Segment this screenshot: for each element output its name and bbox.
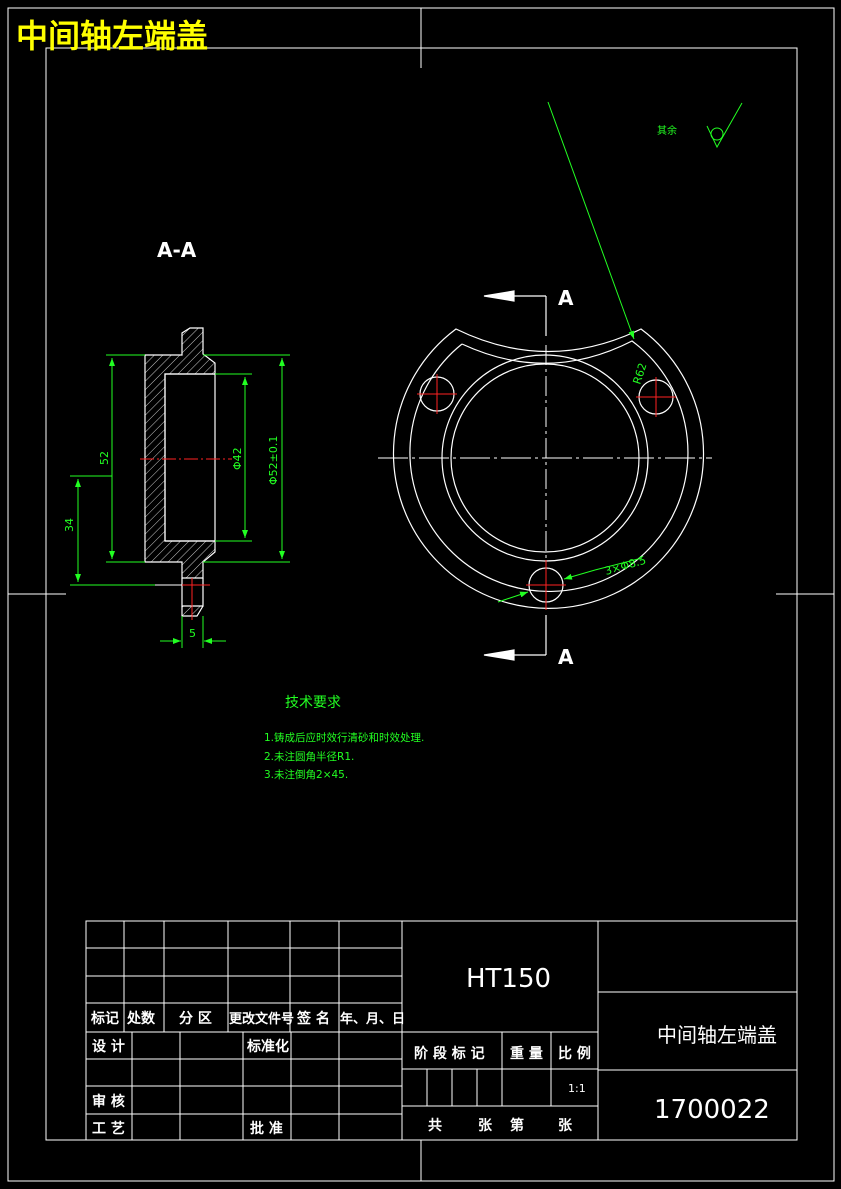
svg-text:标记: 标记 — [90, 1010, 119, 1027]
dim-52: 52 — [98, 451, 111, 465]
front-view — [392, 328, 705, 609]
svg-text:张: 张 — [478, 1118, 493, 1134]
svg-text:张: 张 — [558, 1118, 573, 1134]
tech-line-3: 3.未注倒角2×45. — [264, 768, 348, 781]
cut-label-bottom: A — [558, 645, 574, 669]
section-label: A-A — [157, 238, 197, 262]
front-centerlines — [378, 345, 712, 610]
dim-phi42: Φ42 — [231, 447, 244, 470]
outer-contour — [392, 328, 705, 609]
surface-note: 其余 — [657, 124, 677, 137]
svg-text:处数: 处数 — [126, 1010, 156, 1027]
drawing-title: 中间轴左端盖 — [16, 17, 208, 55]
scale-value: 1:1 — [568, 1082, 586, 1095]
title-block-text: 标记 处数 分 区 更改文件号 签 名 年、月、日 设 计 标准化 审 核 工 … — [90, 1010, 591, 1137]
dim-r62: R62 — [630, 361, 649, 386]
svg-text:第: 第 — [510, 1117, 524, 1134]
svg-text:共: 共 — [428, 1117, 442, 1134]
drawing-number: 1700022 — [654, 1095, 770, 1125]
svg-text:标准化: 标准化 — [246, 1038, 289, 1055]
part-name: 中间轴左端盖 — [657, 1023, 777, 1047]
title-block — [85, 920, 798, 1141]
front-dimensions — [497, 101, 643, 603]
svg-text:阶 段 标 记: 阶 段 标 记 — [414, 1045, 485, 1062]
svg-text:审 核: 审 核 — [92, 1093, 125, 1110]
svg-text:分 区: 分 区 — [179, 1011, 212, 1027]
surface-finish-symbol — [706, 102, 743, 149]
sheet-frame — [7, 7, 835, 1182]
tech-heading: 技术要求 — [285, 695, 341, 711]
tech-line-1: 1.铸成后应时效行清砂和时效处理. — [264, 731, 424, 744]
dim-holes: 3×Φ8.5 — [603, 554, 647, 578]
dim-34: 34 — [63, 518, 76, 532]
cut-label-top: A — [558, 286, 574, 310]
dim-5: 5 — [189, 627, 196, 640]
section-bore — [164, 373, 216, 542]
section-dimensions — [70, 354, 290, 648]
svg-text:工 艺: 工 艺 — [92, 1120, 125, 1137]
svg-text:重 量: 重 量 — [510, 1045, 543, 1062]
svg-text:批 准: 批 准 — [250, 1120, 283, 1137]
section-view — [140, 327, 232, 620]
section-cut-markers — [483, 290, 547, 661]
svg-text:签 名: 签 名 — [296, 1010, 330, 1027]
svg-text:更改文件号: 更改文件号 — [229, 1011, 294, 1027]
material: HT150 — [466, 964, 551, 994]
dim-phi52: Φ52±0.1 — [267, 436, 280, 485]
svg-text:年、月、日: 年、月、日 — [340, 1011, 405, 1027]
tech-line-2: 2.未注圆角半径R1. — [264, 750, 354, 763]
svg-text:设 计: 设 计 — [92, 1038, 125, 1055]
svg-text:比 例: 比 例 — [558, 1045, 591, 1062]
